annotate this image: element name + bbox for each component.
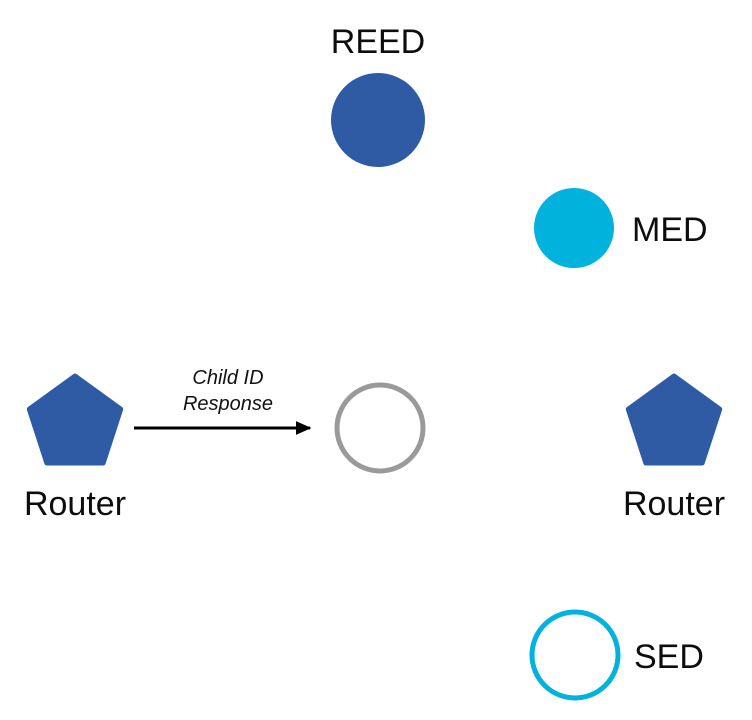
node-router-right[interactable]: Router [623,373,725,523]
sed-circle-outline-icon [529,609,621,701]
router-left-pentagon-icon [26,373,124,466]
joiner-circle-outline-icon [334,382,426,474]
med-label: MED [632,211,708,249]
node-sed[interactable]: SED [529,609,704,701]
reed-label: REED [331,23,425,61]
router-right-pentagon-icon [625,373,723,466]
router-left-label: Router [24,485,126,523]
reed-circle-icon [331,73,425,167]
node-router-left[interactable]: Router [24,373,126,523]
child-id-response-label-line2: Response [183,393,273,415]
node-med[interactable]: MED [534,188,708,268]
med-circle-icon [534,188,614,268]
sed-label: SED [634,638,704,676]
edge-child-id-response[interactable]: Child ID Response [134,367,312,435]
child-id-response-label-line1: Child ID [192,367,263,389]
node-joiner[interactable] [334,382,426,474]
node-reed[interactable]: REED [331,23,425,167]
router-right-label: Router [623,485,725,523]
